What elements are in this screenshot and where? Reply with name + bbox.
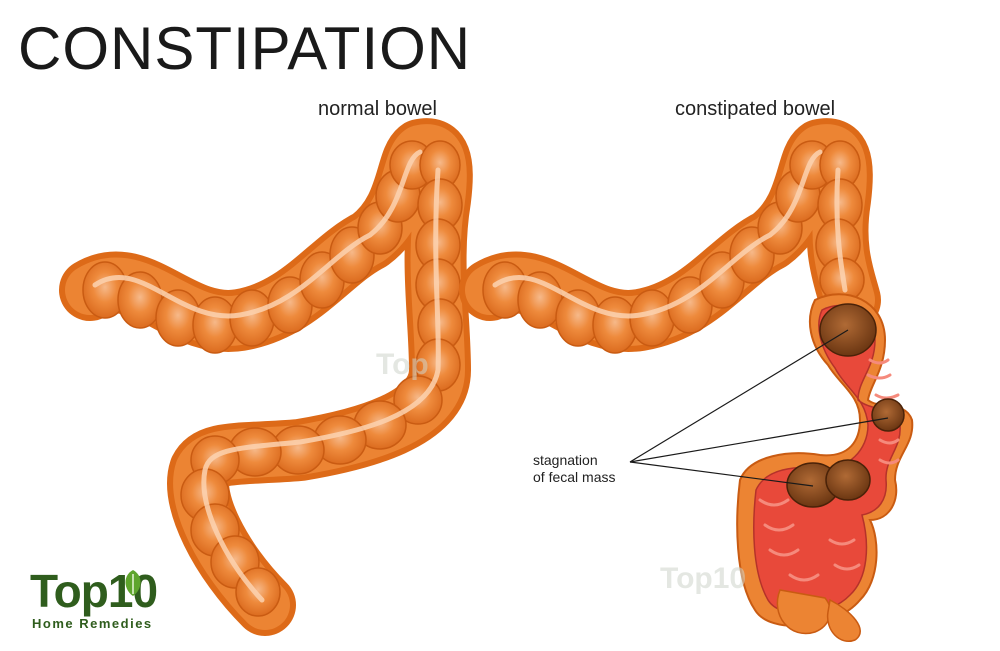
- fecal-mass-annotation: stagnation of fecal mass: [533, 452, 615, 486]
- annotation-line-2: of fecal mass: [533, 469, 616, 485]
- constipated-bowel-label: constipated bowel: [675, 98, 836, 120]
- cutaway-section: [736, 293, 914, 643]
- page-title: CONSTIPATION: [18, 15, 472, 82]
- normal-bowel: [59, 118, 473, 636]
- annotation-pointer-lines: [629, 329, 889, 487]
- logo-subtext: Home Remedies: [32, 616, 153, 631]
- watermark-center: Top: [376, 348, 429, 381]
- leaf-icon: [125, 570, 141, 596]
- constipated-bowel: [459, 118, 914, 643]
- normal-bowel-label: normal bowel: [318, 98, 437, 120]
- watermark-bottom: Top10: [660, 562, 747, 595]
- top10-logo: Top10 Home Remedies: [30, 566, 200, 636]
- annotation-line-1: stagnation: [533, 452, 598, 468]
